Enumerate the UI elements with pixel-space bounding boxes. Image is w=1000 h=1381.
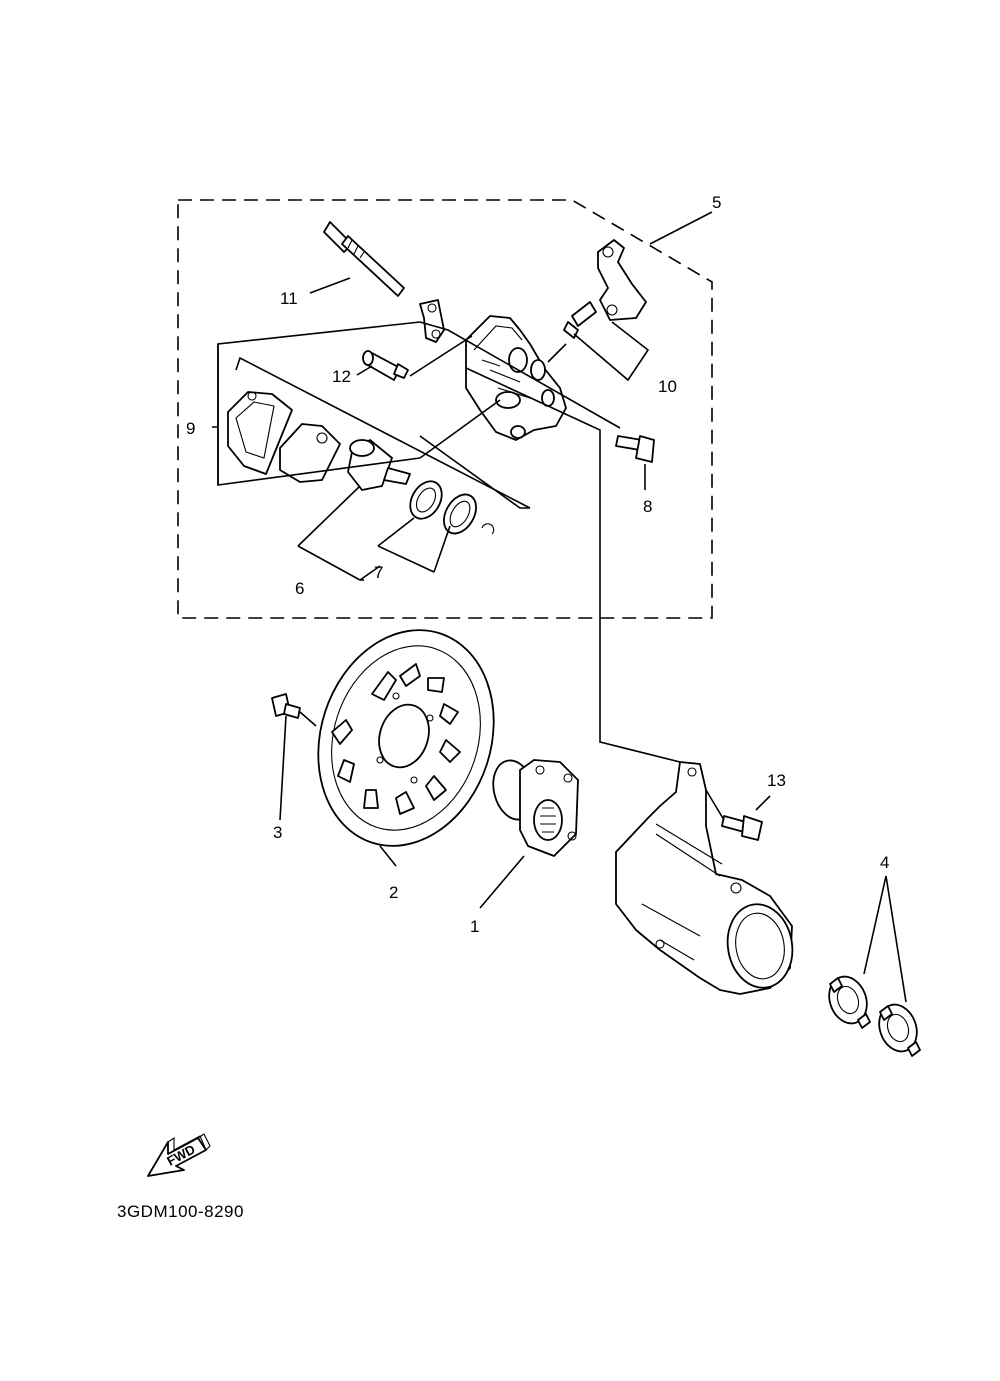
caliper-leader-lines xyxy=(212,211,713,618)
part-13-bolt xyxy=(705,789,771,841)
callout-6: 6 xyxy=(295,579,304,598)
callout-9: 9 xyxy=(186,419,195,438)
part-2-brake-disc xyxy=(317,629,495,847)
callout-4: 4 xyxy=(880,853,889,872)
callout-13: 13 xyxy=(767,771,786,790)
callout-2: 2 xyxy=(389,883,398,902)
part-6-piston xyxy=(347,439,411,491)
diagram-code: 3GDM100-8290 xyxy=(117,1202,244,1221)
caliper-body xyxy=(465,315,567,441)
callout-11: 11 xyxy=(280,289,298,308)
fwd-label: FWD xyxy=(164,1142,197,1169)
axle-housing xyxy=(615,761,794,995)
callout-8: 8 xyxy=(643,497,652,516)
callout-3: 3 xyxy=(273,823,282,842)
part-8-bolt xyxy=(615,435,655,463)
part-7-seals xyxy=(409,480,495,535)
leader-2 xyxy=(379,845,397,867)
caliper-to-housing-line xyxy=(599,618,681,763)
part-11-pin-bolt xyxy=(323,221,405,297)
part-4-lock-nuts xyxy=(828,875,921,1057)
fwd-arrow-icon: FWD xyxy=(147,1133,211,1177)
part-9-brake-pads xyxy=(227,391,341,483)
caliper-link-plate xyxy=(419,299,445,343)
leader-1 xyxy=(479,855,525,909)
part-10-bracket xyxy=(563,239,647,339)
callout-1: 1 xyxy=(470,917,479,936)
part-1-hub xyxy=(492,759,579,857)
callout-10: 10 xyxy=(658,377,677,396)
callout-5: 5 xyxy=(712,193,721,212)
callout-12: 12 xyxy=(332,367,351,386)
callout-7: 7 xyxy=(374,563,383,582)
part-12-bleed-screw xyxy=(362,350,409,381)
part-3-disc-bolt xyxy=(271,693,317,821)
